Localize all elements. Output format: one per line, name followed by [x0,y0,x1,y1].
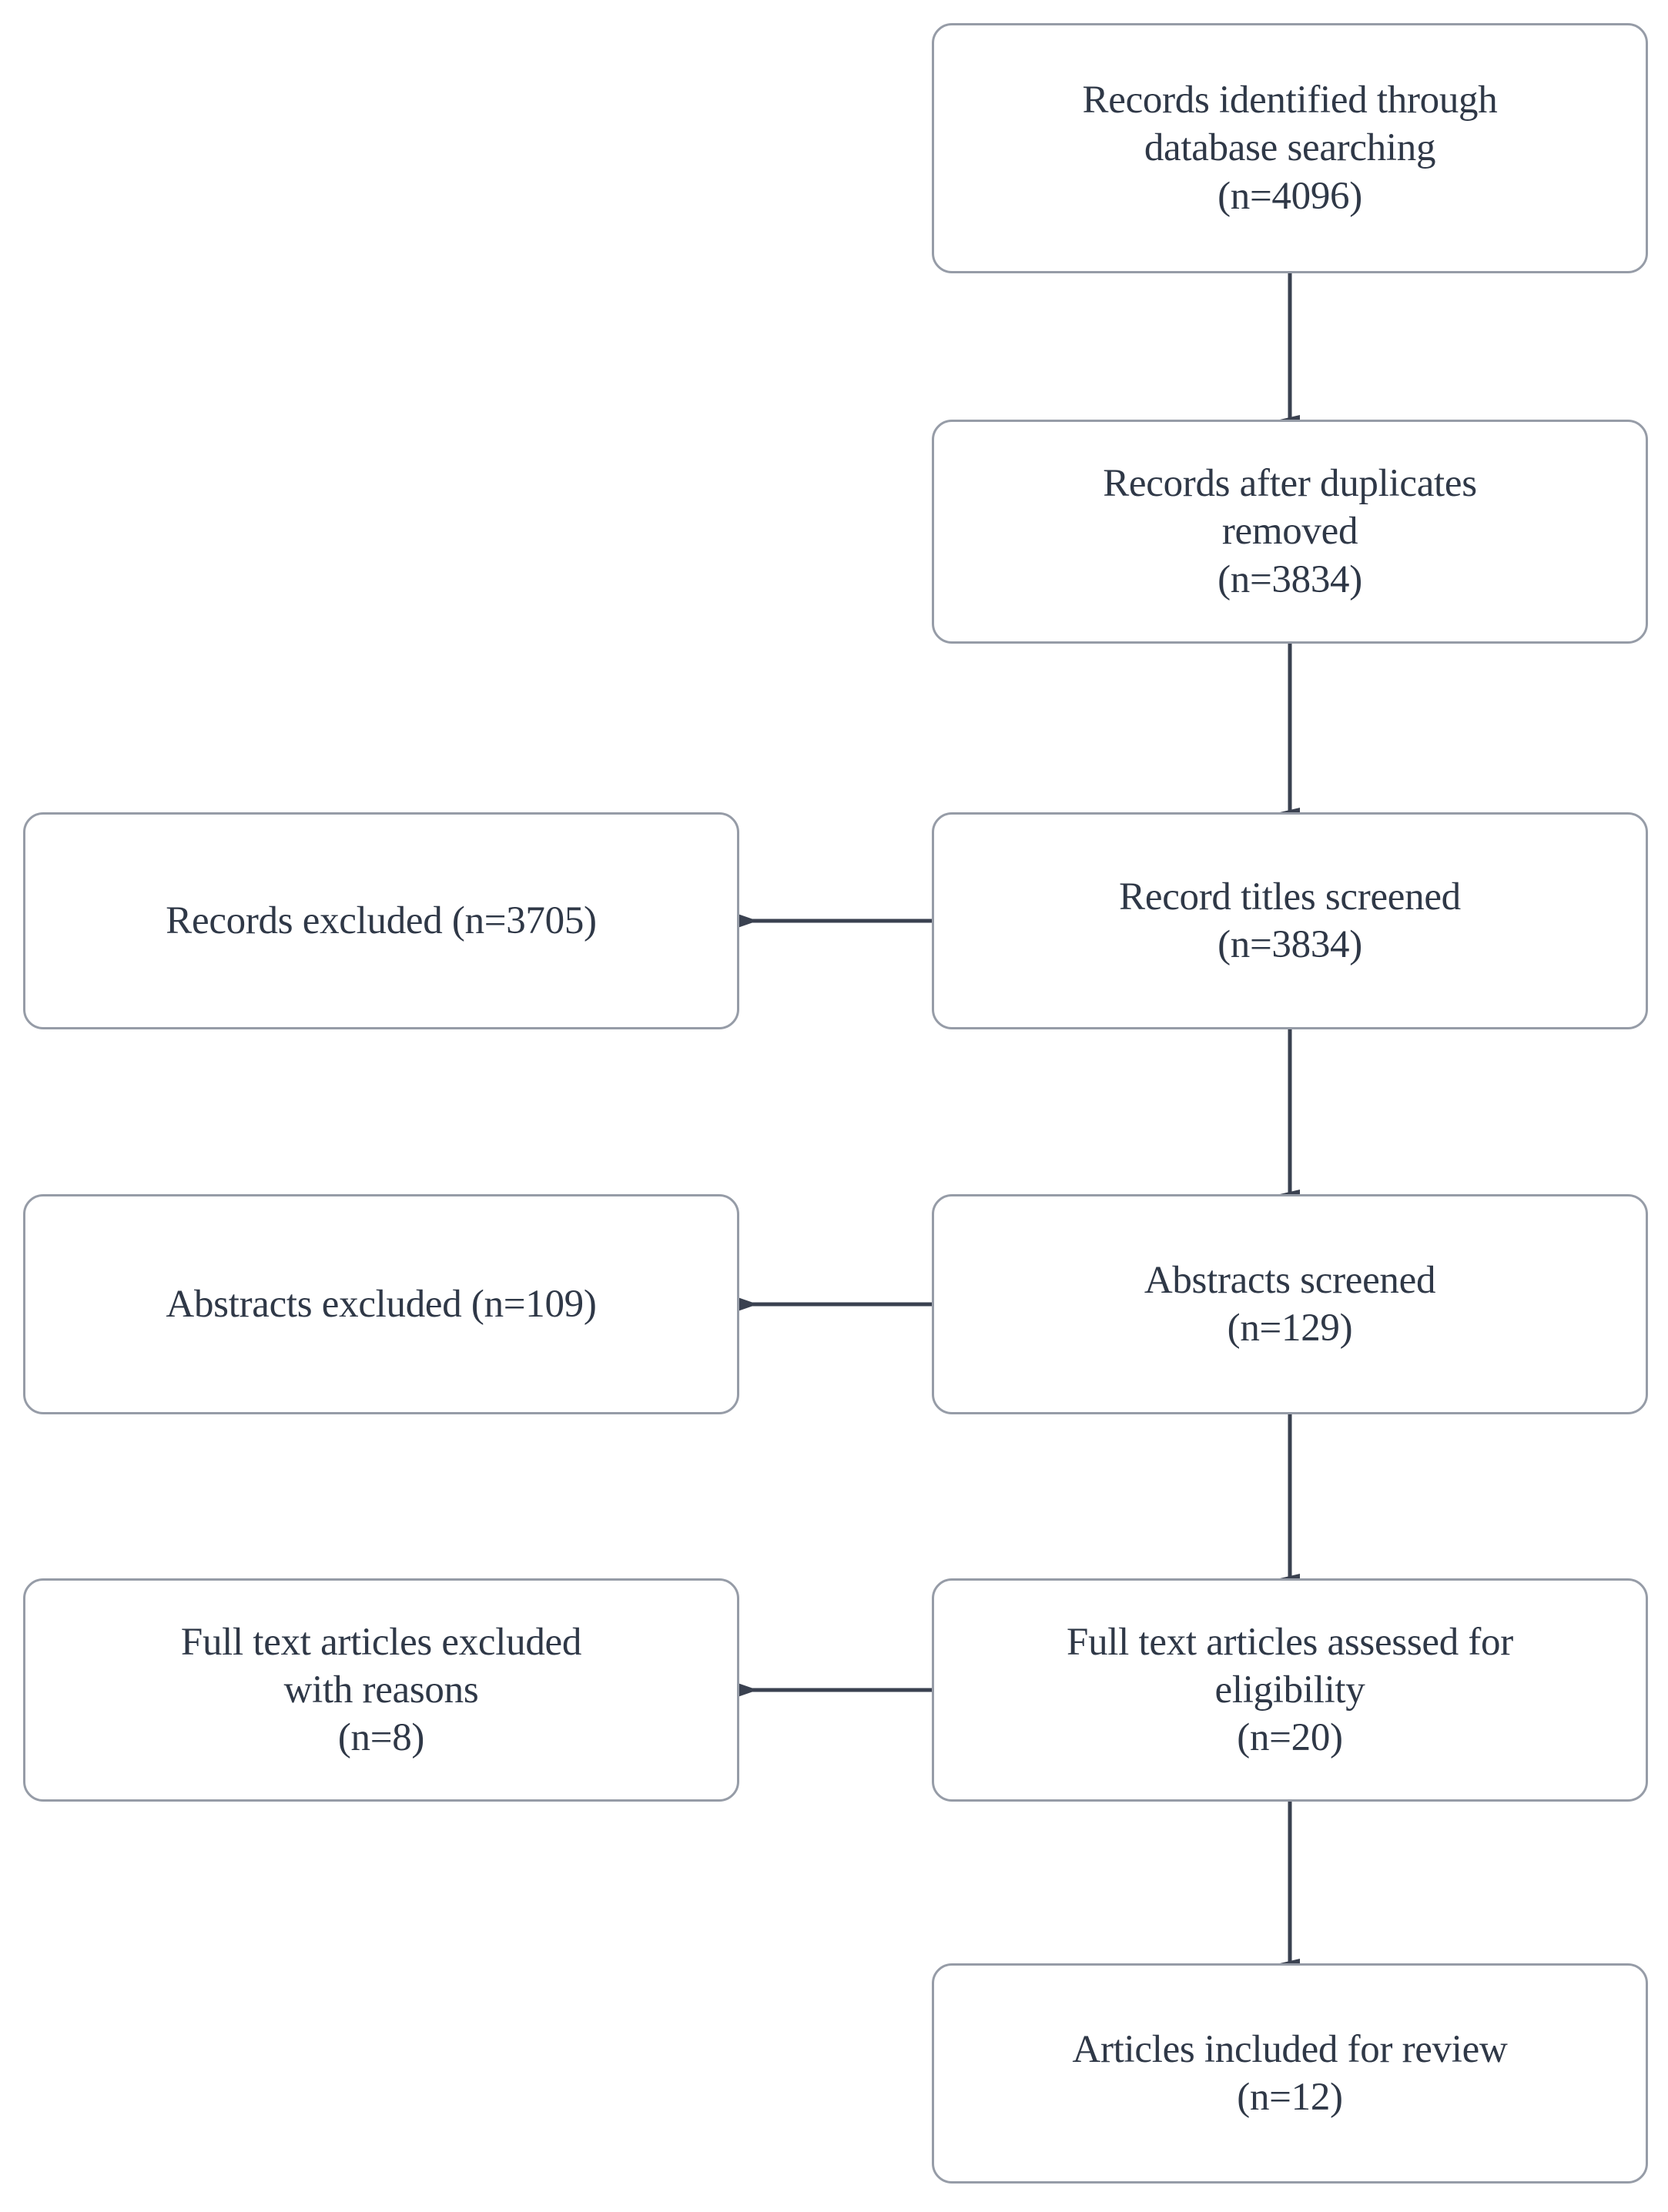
node-label-full-text-assessed: Full text articles assessed for eligibil… [1067,1620,1513,1760]
node-label-records-identified: Records identified through database sear… [1082,79,1498,218]
node-label-abstracts-excluded: Abstracts excluded (n=109) [166,1282,597,1326]
node-box-abstracts-screened: Abstracts screened (n=129) [932,1194,1648,1414]
node-box-record-titles-screened: Record titles screened (n=3834) [932,812,1648,1029]
node-box-full-text-excluded: Full text articles excluded with reasons… [23,1578,739,1802]
node-label-articles-included: Articles included for review (n=12) [1072,2027,1508,2119]
node-box-records-identified: Records identified through database sear… [932,23,1648,273]
node-label-abstracts-screened: Abstracts screened (n=129) [1144,1258,1436,1350]
node-label-full-text-excluded: Full text articles excluded with reasons… [180,1620,582,1760]
node-box-records-excluded: Records excluded (n=3705) [23,812,739,1029]
node-box-abstracts-excluded: Abstracts excluded (n=109) [23,1194,739,1414]
node-label-records-after-duplicates: Records after duplicates removed (n=3834… [1103,462,1477,601]
node-box-full-text-assessed: Full text articles assessed for eligibil… [932,1578,1648,1802]
connector-group [738,273,1300,1968]
node-box-records-after-duplicates: Records after duplicates removed (n=3834… [932,420,1648,644]
node-box-articles-included: Articles included for review (n=12) [932,1963,1648,2184]
node-label-records-excluded: Records excluded (n=3705) [166,899,597,942]
node-label-record-titles-screened: Record titles screened (n=3834) [1119,875,1461,966]
